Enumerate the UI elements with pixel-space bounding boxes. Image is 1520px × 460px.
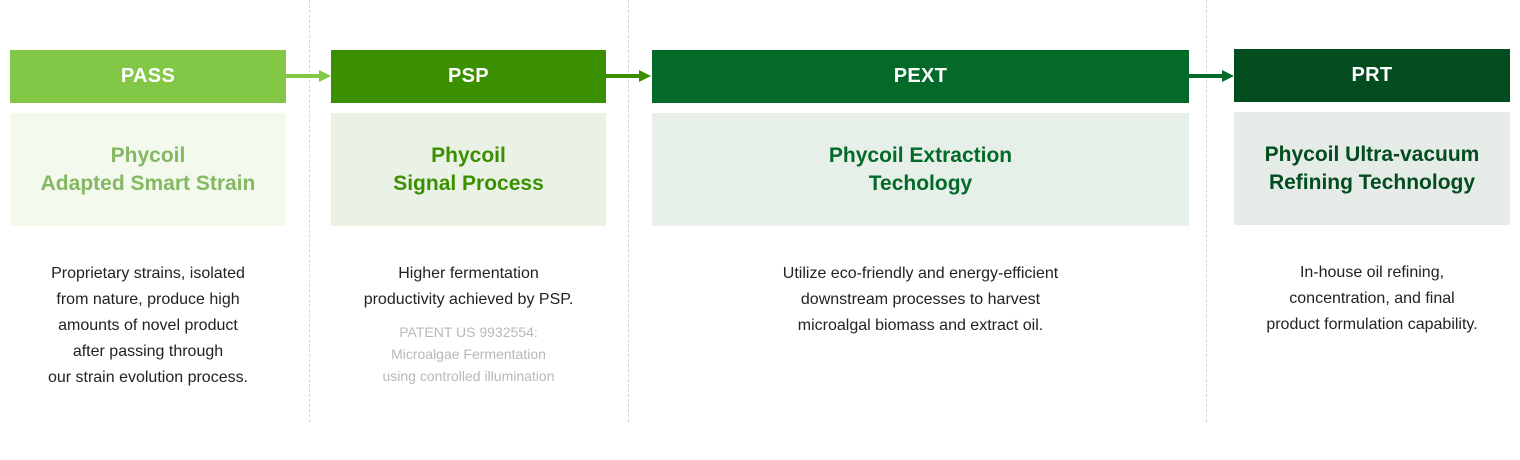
title-line: Techology: [868, 171, 973, 195]
step-prt: PRT Phycoil Ultra-vacuum Refining Techno…: [1234, 49, 1510, 338]
desc-line: Utilize eco-friendly and energy-efficien…: [782, 265, 1059, 282]
step-title: Phycoil Ultra-vacuum Refining Technology: [1234, 112, 1510, 225]
step-description: Utilize eco-friendly and energy-efficien…: [652, 261, 1189, 339]
arrow-right-icon: [1189, 70, 1234, 82]
desc-line: microalgal biomass and extract oil.: [797, 317, 1044, 334]
desc-line: productivity achieved by PSP.: [363, 291, 574, 308]
title-line: Adapted Smart Strain: [40, 171, 256, 195]
step-title: Phycoil Signal Process: [331, 113, 606, 226]
step-header: PASS: [10, 50, 286, 103]
desc-line: Higher fermentation: [398, 265, 539, 282]
divider: [1206, 0, 1207, 422]
desc-line: downstream processes to harvest: [800, 291, 1041, 308]
desc-line: concentration, and final: [1289, 290, 1455, 307]
divider: [309, 0, 310, 422]
title-line: Refining Technology: [1268, 170, 1476, 194]
title-line: Phycoil Extraction: [828, 143, 1013, 167]
arrow-right-icon: [286, 70, 331, 82]
divider: [628, 0, 629, 422]
desc-line: Proprietary strains, isolated: [51, 265, 245, 282]
desc-line: our strain evolution process.: [47, 369, 249, 386]
step-psp: PSP Phycoil Signal Process Higher fermen…: [331, 50, 606, 387]
patent-line: PATENT US 9932554:: [399, 324, 538, 340]
step-description: In-house oil refining, concentration, an…: [1234, 260, 1510, 338]
step-title: Phycoil Adapted Smart Strain: [10, 113, 286, 226]
title-line: Signal Process: [393, 171, 544, 195]
desc-line: from nature, produce high: [56, 291, 240, 308]
desc-line: In-house oil refining,: [1299, 264, 1445, 281]
desc-line: amounts of novel product: [58, 317, 238, 334]
step-header: PEXT: [652, 50, 1189, 103]
patent-note: PATENT US 9932554: Microalgae Fermentati…: [331, 321, 606, 387]
patent-line: Microalgae Fermentation: [391, 346, 546, 362]
step-description: Proprietary strains, isolated from natur…: [10, 261, 286, 391]
step-description: Higher fermentation productivity achieve…: [331, 261, 606, 313]
title-line: Phycoil Ultra-vacuum: [1264, 142, 1480, 166]
desc-line: product formulation capability.: [1266, 316, 1478, 333]
step-pass: PASS Phycoil Adapted Smart Strain Propri…: [10, 50, 286, 391]
desc-line: after passing through: [72, 343, 224, 360]
step-pext: PEXT Phycoil Extraction Techology Utiliz…: [652, 50, 1189, 339]
title-line: Phycoil: [110, 143, 186, 167]
patent-line: using controlled illumination: [382, 368, 555, 384]
title-line: Phycoil: [431, 143, 506, 167]
step-header: PRT: [1234, 49, 1510, 102]
arrow-right-icon: [606, 70, 651, 82]
step-title: Phycoil Extraction Techology: [652, 113, 1189, 226]
step-header: PSP: [331, 50, 606, 103]
